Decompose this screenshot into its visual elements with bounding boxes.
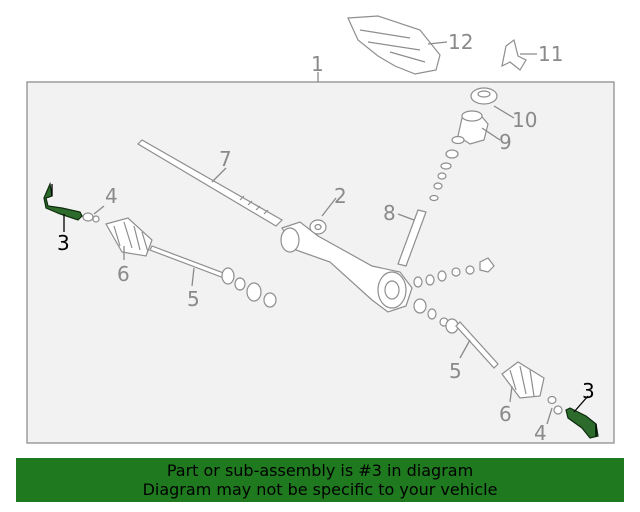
part-5-inner-tie-rod-left — [149, 245, 277, 308]
callout-5-left: 5 — [187, 287, 200, 311]
callout-6-left: 6 — [117, 262, 130, 286]
part-4-ring-left — [82, 212, 100, 223]
part-6-boot-left — [105, 217, 153, 257]
callout-3-right: 3 — [582, 379, 595, 403]
part-8-pinion-shaft — [397, 209, 427, 267]
part-11-bracket — [501, 38, 527, 71]
part-10-cap — [470, 87, 498, 105]
leader-lines — [63, 41, 589, 425]
part-6-boot-right — [501, 361, 545, 399]
callout-4-right: 4 — [534, 421, 547, 445]
callout-4-left: 4 — [105, 184, 118, 208]
seal-stack-side — [413, 257, 495, 327]
notice-banner: Part or sub-assembly is #3 in diagram Di… — [16, 458, 624, 502]
notice-line-1: Part or sub-assembly is #3 in diagram — [166, 461, 474, 480]
callout-10: 10 — [512, 108, 537, 132]
steering-gear-housing — [280, 221, 413, 313]
callout-6-right: 6 — [499, 402, 512, 426]
callout-9: 9 — [499, 130, 512, 154]
callout-11: 11 — [538, 42, 563, 66]
part-12-heat-shield — [347, 15, 441, 75]
callout-1: 1 — [311, 52, 324, 76]
part-7-rack-bar — [137, 139, 283, 227]
callout-8: 8 — [383, 201, 396, 225]
part-3-tie-rod-end-left — [43, 181, 83, 221]
notice-line-2: Diagram may not be specific to your vehi… — [142, 480, 498, 499]
part-2-grommet — [309, 219, 327, 235]
callout-2: 2 — [334, 184, 347, 208]
callout-12: 12 — [448, 30, 473, 54]
part-4-ring-right — [547, 395, 563, 415]
callout-7: 7 — [219, 147, 232, 171]
callout-3-left: 3 — [57, 231, 70, 255]
part-5-inner-tie-rod-right — [445, 318, 499, 369]
callout-5-right: 5 — [449, 359, 462, 383]
seal-stack-upper — [429, 135, 465, 202]
